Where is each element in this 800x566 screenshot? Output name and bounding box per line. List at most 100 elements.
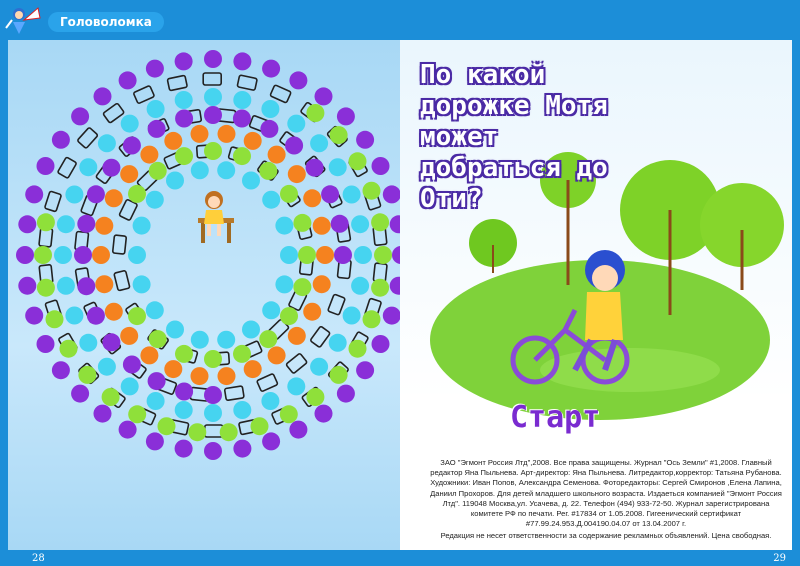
maze-dot xyxy=(336,107,355,126)
maze-dot xyxy=(146,100,165,118)
maze-stone xyxy=(223,385,245,402)
maze-stone xyxy=(256,373,279,392)
maze-dot xyxy=(217,124,236,143)
maze-dot xyxy=(79,333,98,352)
maze-dot xyxy=(51,130,70,149)
maze-dot xyxy=(303,189,322,208)
maze-dot xyxy=(382,306,400,325)
maze-dot xyxy=(303,302,322,321)
maze-dot xyxy=(280,246,298,264)
maze-dot xyxy=(261,392,280,410)
maze-dot xyxy=(306,104,325,122)
maze-dot xyxy=(348,152,367,171)
maze-dot xyxy=(204,142,222,160)
maze-dot xyxy=(122,136,141,155)
maze-stone xyxy=(285,353,308,374)
maze-stone xyxy=(202,72,222,86)
maze-stone xyxy=(57,156,77,179)
question-line: добраться до xyxy=(420,153,608,183)
maze-dot xyxy=(157,417,176,436)
maze-dot xyxy=(250,417,269,436)
maze-dot xyxy=(71,107,90,126)
maze-dot xyxy=(262,190,281,209)
maze-dot xyxy=(79,158,98,177)
maze-dot xyxy=(262,301,281,320)
maze-dot xyxy=(262,432,281,451)
maze-dot xyxy=(334,246,352,264)
maze-dot xyxy=(362,310,381,329)
tree-icon xyxy=(540,152,596,285)
maze-dot xyxy=(336,384,355,403)
maze-dot xyxy=(285,136,304,155)
maze-dot xyxy=(97,357,116,376)
maze-dot xyxy=(36,335,55,353)
maze-dot xyxy=(145,190,164,209)
maze-stone xyxy=(44,190,62,213)
maze-dot xyxy=(97,134,116,153)
maze-stone xyxy=(310,325,331,348)
maze-dot xyxy=(122,355,141,374)
maze-dot xyxy=(148,330,167,349)
tree-icon xyxy=(620,160,720,315)
maze-dot xyxy=(190,367,209,386)
boy-on-bike-icon xyxy=(510,250,630,385)
maze-stone xyxy=(77,127,99,149)
illustration xyxy=(430,152,784,420)
maze-dot xyxy=(101,388,120,406)
maze-dot xyxy=(204,386,222,404)
maze-dot xyxy=(232,109,251,128)
maze-dot xyxy=(330,214,349,233)
maze-dot xyxy=(175,344,193,363)
maze-dot xyxy=(219,423,238,442)
maze-dot xyxy=(233,344,251,363)
maze-page xyxy=(8,40,400,550)
maze-dot xyxy=(217,367,236,386)
maze-dot xyxy=(18,276,37,295)
maze-dot xyxy=(262,59,281,78)
page-number-right: 29 xyxy=(773,553,786,564)
maze-dot xyxy=(120,165,139,184)
maze-dot xyxy=(204,442,222,460)
maze-dot xyxy=(217,330,236,349)
question-line: Оти? xyxy=(420,184,483,214)
maze-dot xyxy=(348,339,367,358)
top-banner: Головоломка xyxy=(0,0,800,40)
maze-dot xyxy=(175,109,194,128)
maze-dot xyxy=(86,306,105,325)
maze-dot xyxy=(95,216,114,235)
maze-dot xyxy=(314,404,333,423)
maze-dot xyxy=(204,350,222,368)
maze-stone xyxy=(133,85,155,104)
maze-dot xyxy=(77,214,96,233)
maze-dot xyxy=(287,114,306,133)
maze-dot xyxy=(204,404,222,422)
fairy-logo-icon xyxy=(5,7,41,34)
ads-note: Редакция не несет ответственности за сод… xyxy=(440,531,772,541)
maze-dot xyxy=(56,276,75,295)
maze-dot xyxy=(140,346,159,365)
maze-dot xyxy=(371,157,390,175)
maze-dot xyxy=(354,246,372,264)
maze-dot xyxy=(356,130,375,149)
maze-dot xyxy=(175,147,193,166)
maze-dot xyxy=(25,185,44,204)
maze-dot xyxy=(36,157,55,175)
maze-dot xyxy=(261,100,280,118)
maze-dot xyxy=(18,215,37,234)
maze-dot xyxy=(174,52,193,71)
bottom-bar: 28 29 xyxy=(0,550,800,566)
maze-dot xyxy=(74,246,92,264)
maze-dot xyxy=(145,301,164,320)
maze-dot xyxy=(293,278,312,297)
maze-dot xyxy=(328,158,347,177)
maze-dot xyxy=(287,165,306,184)
maze-dot xyxy=(298,246,316,264)
maze-dot xyxy=(16,246,34,264)
maze-dot xyxy=(132,275,151,294)
maze-stone xyxy=(118,199,138,221)
maze-dot xyxy=(147,119,166,138)
maze-dot xyxy=(329,365,348,384)
maze-stone xyxy=(236,74,258,91)
maze-dot xyxy=(188,423,207,442)
maze-dot xyxy=(259,161,278,180)
